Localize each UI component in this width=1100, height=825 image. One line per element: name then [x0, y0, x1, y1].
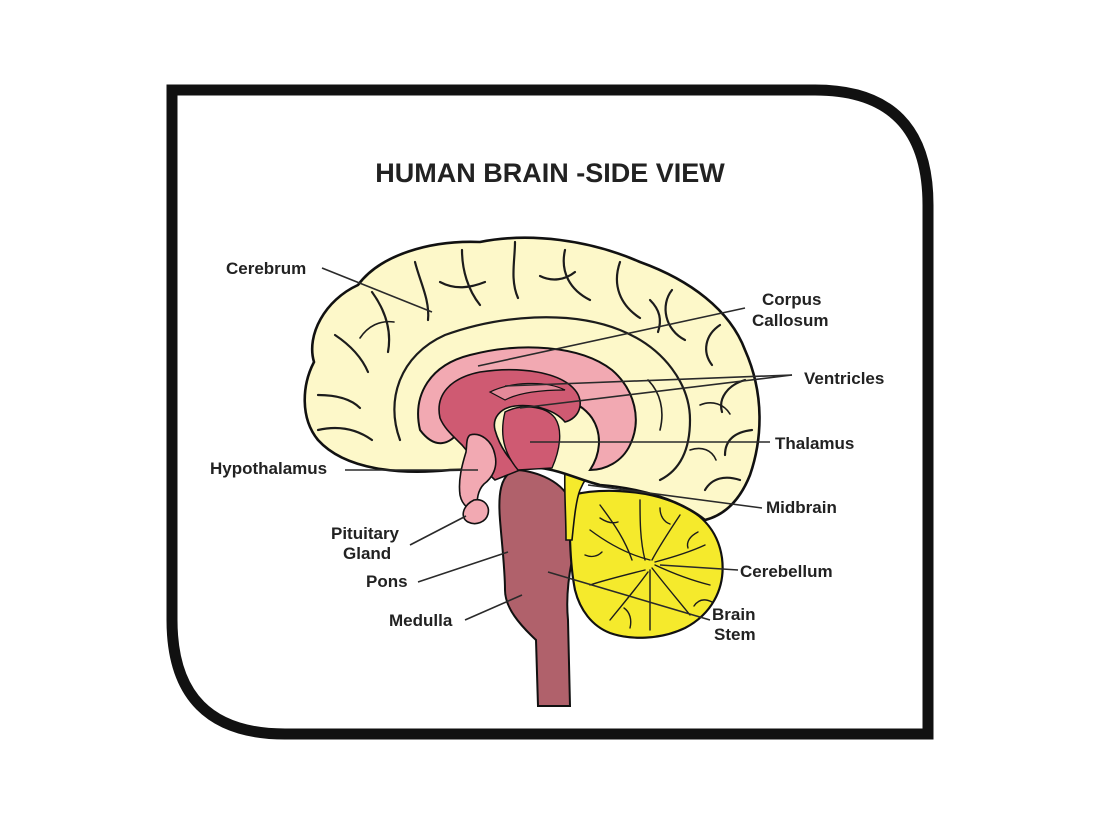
cerebrum-folds	[316, 240, 754, 492]
label-pituitary-line2: Gland	[343, 544, 391, 563]
label-pons: Pons	[366, 572, 408, 591]
label-ventricles: Ventricles	[804, 369, 884, 388]
leader-cerebellum	[659, 564, 739, 571]
leader-pons	[417, 551, 509, 583]
leader-brain-stem	[547, 571, 711, 621]
diagram-title: HUMAN BRAIN -SIDE VIEW	[375, 158, 725, 188]
label-thalamus: Thalamus	[775, 434, 854, 453]
label-corpus-callosum-line2: Callosum	[752, 311, 829, 330]
label-pituitary-line1: Pituitary	[331, 524, 400, 543]
label-hypothalamus: Hypothalamus	[210, 459, 327, 478]
label-midbrain: Midbrain	[766, 498, 837, 517]
leader-lines	[321, 267, 793, 621]
label-medulla: Medulla	[389, 611, 453, 630]
labels: Cerebrum Corpus Callosum Ventricles Thal…	[210, 259, 884, 644]
label-brain-stem-line1: Brain	[712, 605, 755, 624]
leader-pituitary	[409, 515, 467, 546]
leader-cerebrum	[321, 267, 433, 313]
leader-ventricles-b	[519, 374, 793, 409]
leader-medulla	[464, 594, 523, 621]
label-corpus-callosum-line1: Corpus	[762, 290, 822, 309]
pituitary-gland	[462, 498, 490, 525]
cerebellum	[568, 489, 724, 639]
label-cerebrum: Cerebrum	[226, 259, 306, 278]
leader-ventricles-a	[504, 374, 793, 387]
leader-corpus-callosum	[477, 307, 746, 367]
leader-midbrain	[587, 484, 763, 509]
label-cerebellum: Cerebellum	[740, 562, 833, 581]
label-brain-stem-line2: Stem	[714, 625, 756, 644]
thalamus-core	[501, 406, 561, 471]
